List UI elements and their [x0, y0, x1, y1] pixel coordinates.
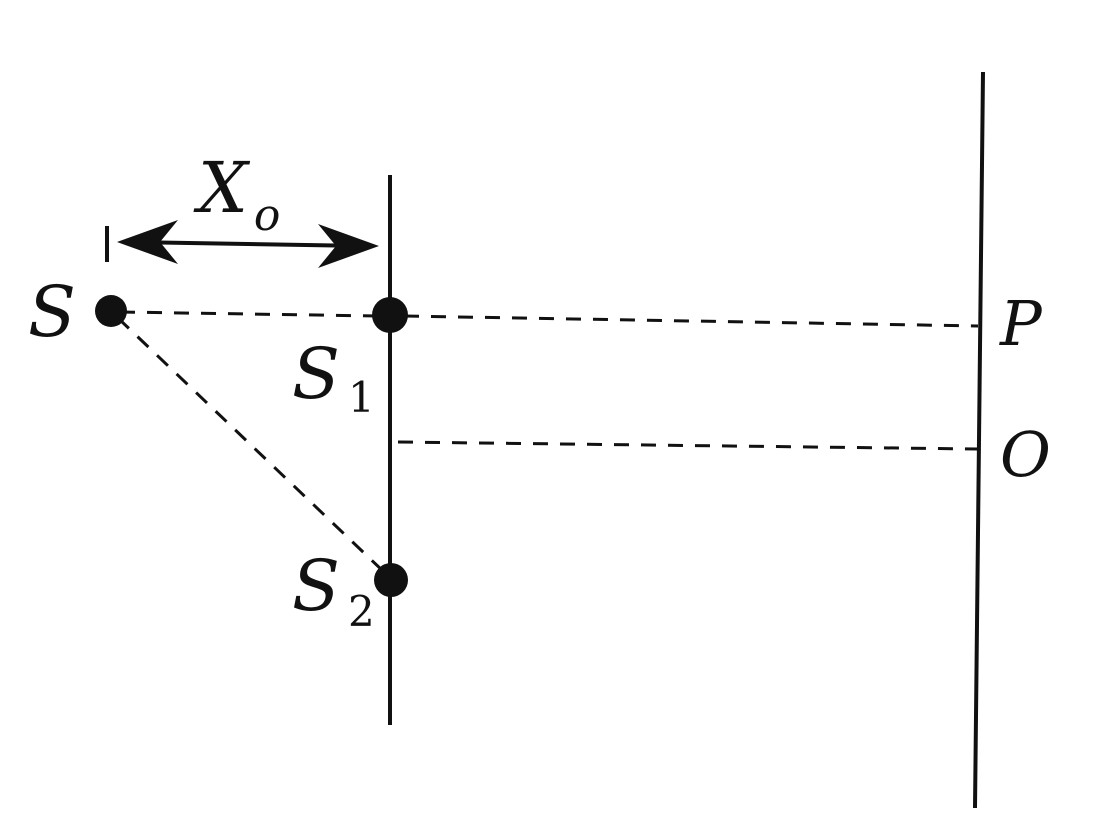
label-source: S — [28, 271, 76, 353]
source-point — [95, 295, 127, 327]
label-point-p: P — [999, 287, 1043, 360]
dashed-line-s1-to-p — [403, 314, 979, 328]
dashed-line-s-to-s2 — [116, 316, 386, 574]
slit-s2-point — [374, 563, 408, 597]
arrowhead-left-icon — [117, 220, 178, 264]
dashed-line-s-to-s1 — [119, 310, 379, 318]
label-slit-s1-sub: 1 — [348, 373, 375, 422]
label-distance: X o — [193, 147, 280, 241]
label-slit-s2: S 2 — [292, 545, 375, 636]
label-distance-main: X — [193, 147, 251, 229]
label-distance-sub: o — [254, 190, 281, 241]
slit-s1-point — [372, 297, 408, 333]
label-point-o: O — [1000, 418, 1051, 491]
label-slit-s1: S 1 — [292, 333, 375, 422]
arrowhead-right-icon — [318, 224, 379, 268]
label-slit-s1-main: S — [292, 333, 340, 415]
label-slit-s2-sub: 2 — [348, 587, 375, 636]
dashed-line-center-to-o — [397, 440, 979, 451]
label-slit-s2-main: S — [292, 545, 340, 627]
screen — [973, 71, 985, 809]
dimension-arrow-shaft — [129, 240, 366, 248]
